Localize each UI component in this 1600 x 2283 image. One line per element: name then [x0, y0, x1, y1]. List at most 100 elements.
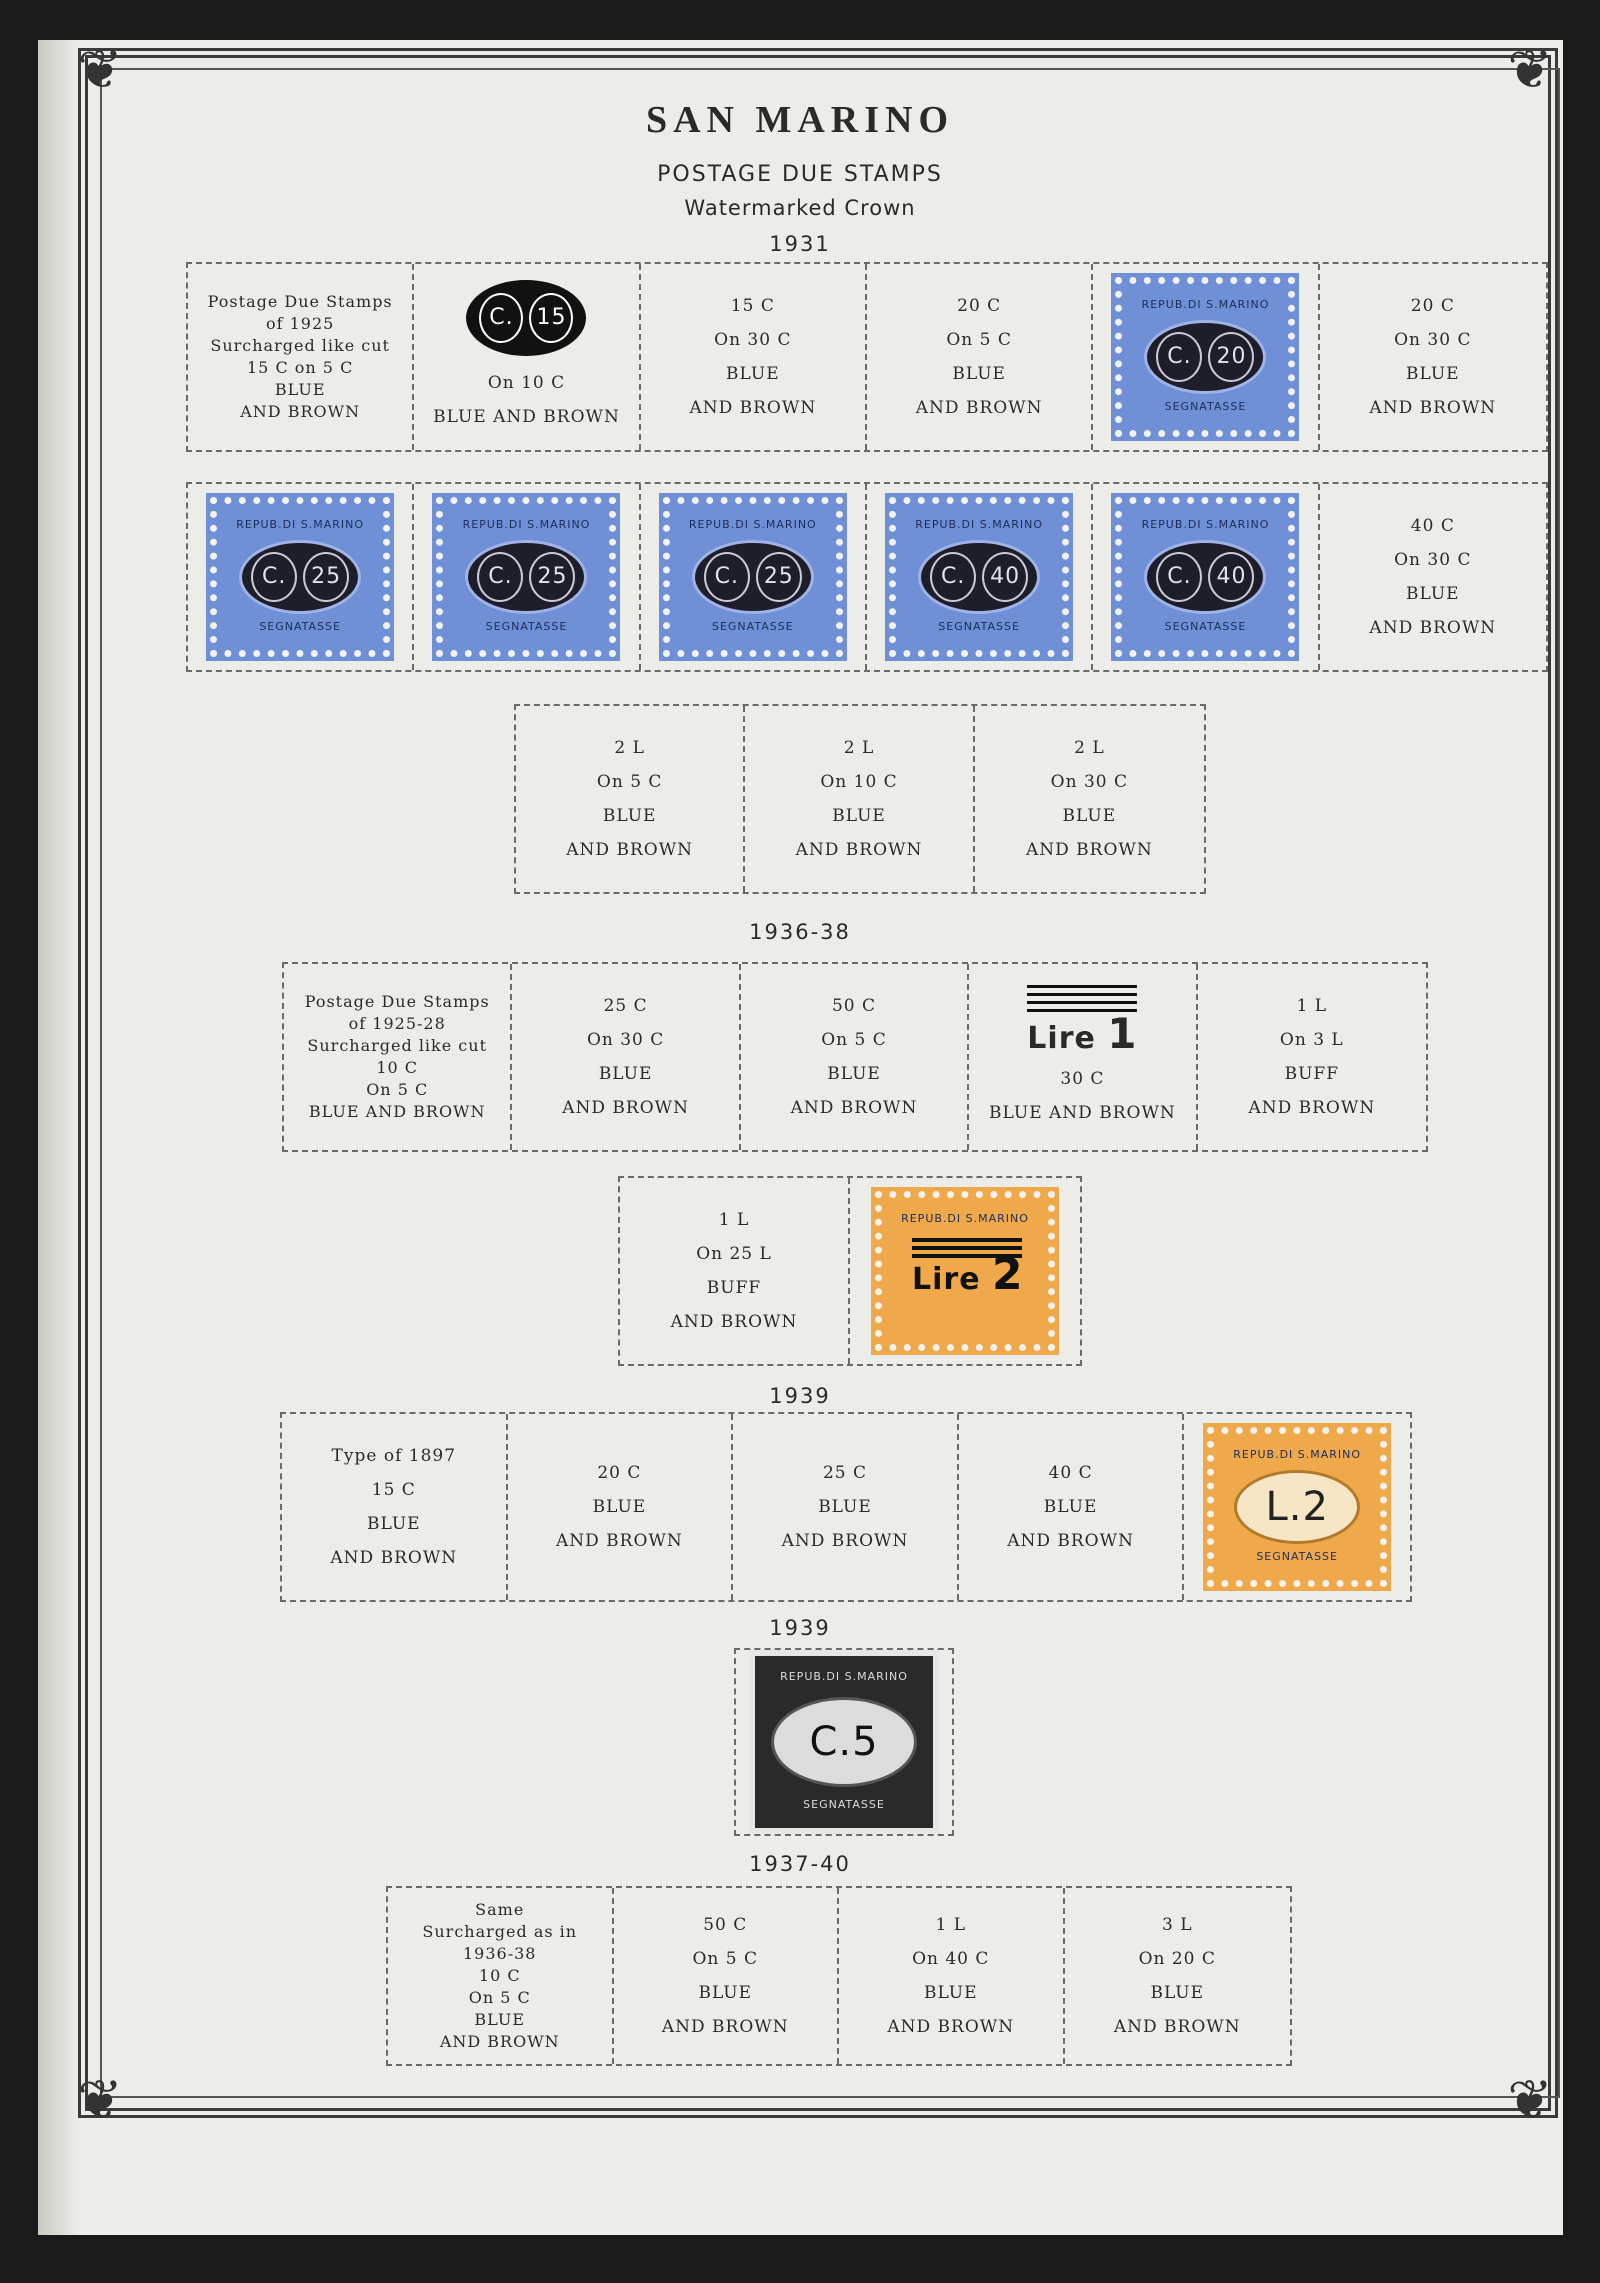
stamp-description-line: AND BROWN	[566, 840, 694, 860]
stamp-country-text: REPUB.DI S.MARINO	[915, 518, 1044, 531]
stamp-description-line: 20 C	[597, 1463, 642, 1483]
stamp-description-line: BLUE AND BROWN	[989, 1102, 1176, 1123]
stamp-description-line: On 40 C	[912, 1949, 990, 1969]
stamp-description-line: BLUE	[602, 806, 657, 826]
stamp-description-line: BLUE	[923, 1983, 978, 2003]
stamp-description-line: On 30 C	[1394, 330, 1472, 350]
subsection-heading: Watermarked Crown	[684, 196, 916, 220]
stamp-description-line: On 3 L	[1279, 1030, 1344, 1050]
stamp-description-line: 30 C	[1060, 1068, 1105, 1089]
stamp-value-text: 20	[1208, 332, 1255, 382]
year-heading: 1939	[769, 1616, 831, 1640]
stamp-description-line: BLUE	[367, 1514, 421, 1534]
stamp-description-line: 15 C	[730, 296, 775, 316]
stamp-segnatasse-text: SEGNATASSE	[711, 620, 794, 633]
stamp-description-line: BLUE	[818, 1497, 872, 1517]
stamp-description-line: BLUE	[474, 2010, 526, 2029]
surcharge-sample-text: C.	[479, 293, 524, 343]
stamp-description-line: BLUE	[726, 364, 780, 384]
stamp-description-line: BLUE	[698, 1983, 753, 2003]
stamp-description-line: AND BROWN	[1248, 1098, 1376, 1118]
stamp-description-line: On 25 L	[696, 1244, 772, 1264]
corner-ornament-icon: ❦	[1507, 38, 1553, 101]
stamp-description-line: 20 C	[1410, 296, 1455, 316]
stamp-value-text: C.5	[809, 1719, 879, 1765]
stamp-description-line: BLUE	[1406, 364, 1460, 384]
stamp-description-line: BLUE	[592, 1497, 647, 1517]
stamp-description-line: AND BROWN	[670, 1312, 798, 1332]
stamp-value-text: 40	[1208, 552, 1255, 602]
stamp-description-line: AND BROWN	[330, 1548, 458, 1568]
stamp-value-text: C.	[1156, 552, 1203, 602]
stamp-description-line: 25 C	[822, 1463, 867, 1483]
stamp-value-oval: C.25	[465, 540, 588, 614]
stamp-description-line: Postage Due Stamps	[207, 292, 393, 311]
stamp-description-line: AND BROWN	[1369, 398, 1497, 418]
lire-value: 2	[992, 1249, 1024, 1300]
stamp-description-line: On 30 C	[586, 1030, 665, 1050]
ornamental-border	[78, 48, 1558, 2118]
stamp-value-oval: C.5	[771, 1697, 917, 1787]
stamp-country-text: REPUB.DI S.MARINO	[462, 518, 591, 531]
stamp-description-line: Surcharged like cut	[307, 1036, 487, 1055]
stamp-value-text: 40	[982, 552, 1029, 602]
stamp-segnatasse-text: SEGNATASSE	[1164, 620, 1247, 633]
stamp-description-line: 50 C	[703, 1915, 748, 1935]
stamp-description-line: 10 C	[376, 1058, 419, 1077]
stamp-description-line: BLUE	[952, 364, 1006, 384]
stamp-description-line: BLUE	[1062, 806, 1117, 826]
stamp-value-text: C.	[251, 552, 298, 602]
stamp-description-line: 2 L	[614, 738, 645, 758]
stamp-description-line: BLUE	[1406, 584, 1460, 604]
year-heading: 1936-38	[749, 920, 851, 944]
stamp-space[interactable]: 20 C On 30 C BLUE AND BROWN	[1320, 264, 1546, 450]
stamp-value-oval: C.40	[918, 540, 1041, 614]
stamp-description-line: On 30 C	[1394, 550, 1472, 570]
stamp-country-text: REPUB.DI S.MARINO	[780, 1670, 908, 1683]
stamp-description-line: AND BROWN	[661, 2017, 789, 2037]
stamp-description-line: 40 C	[1048, 1463, 1093, 1483]
